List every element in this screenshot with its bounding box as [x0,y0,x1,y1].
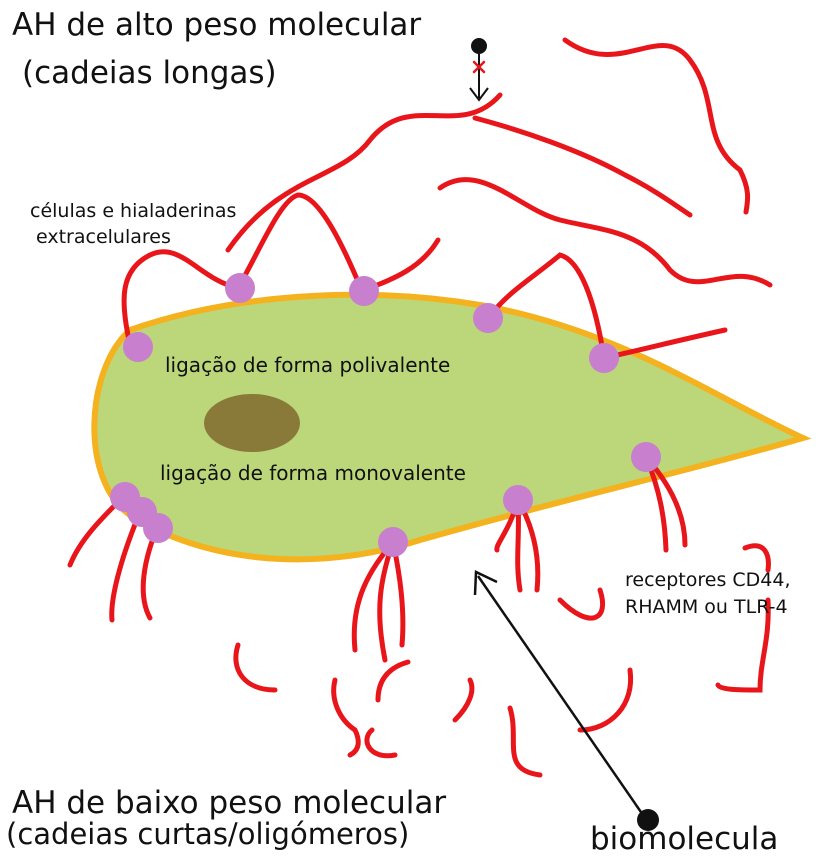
high-mw-title: AH de alto peso molecular [12,8,421,44]
short-chain [378,662,408,700]
long-chain [238,195,362,291]
receptor-tail [393,542,403,645]
biomolecule-dot-top [471,38,487,54]
cells-label: células e hialaderinas [30,201,236,223]
cell-nucleus [204,394,300,452]
monovalent-label: ligação de forma monovalente [160,462,466,485]
short-chain [745,546,768,570]
receptor [503,485,533,515]
receptors-label-2: RHAMM ou TLR-4 [625,597,788,619]
polyvalent-label: ligação de forma polivalente [165,354,450,377]
receptor [378,527,408,557]
receptor [123,332,153,362]
long-chain [440,180,770,285]
short-chain [236,645,275,690]
receptor-tail [112,512,140,620]
cells-label-2: extracelulares [36,227,171,249]
short-chain [580,670,631,730]
long-chain [604,330,725,358]
receptor [143,513,173,543]
receptor [473,303,503,333]
receptor [349,276,379,306]
short-chain [367,730,395,756]
long-chain [475,118,690,215]
long-chain [565,40,748,212]
receptor [631,442,661,472]
biomolecule-label: biomolecula [590,822,778,858]
blocked-biomolecule [470,38,488,100]
low-mw-subtitle: (cadeias curtas/oligómeros) [6,818,409,851]
short-chain [334,680,359,755]
receptor [225,273,255,303]
receptor [589,343,619,373]
short-chain [510,708,540,775]
high-mw-subtitle: (cadeias longas) [22,56,277,92]
short-chain [455,680,472,720]
short-chain [560,590,603,618]
receptors-label: receptores CD44, [625,570,791,592]
